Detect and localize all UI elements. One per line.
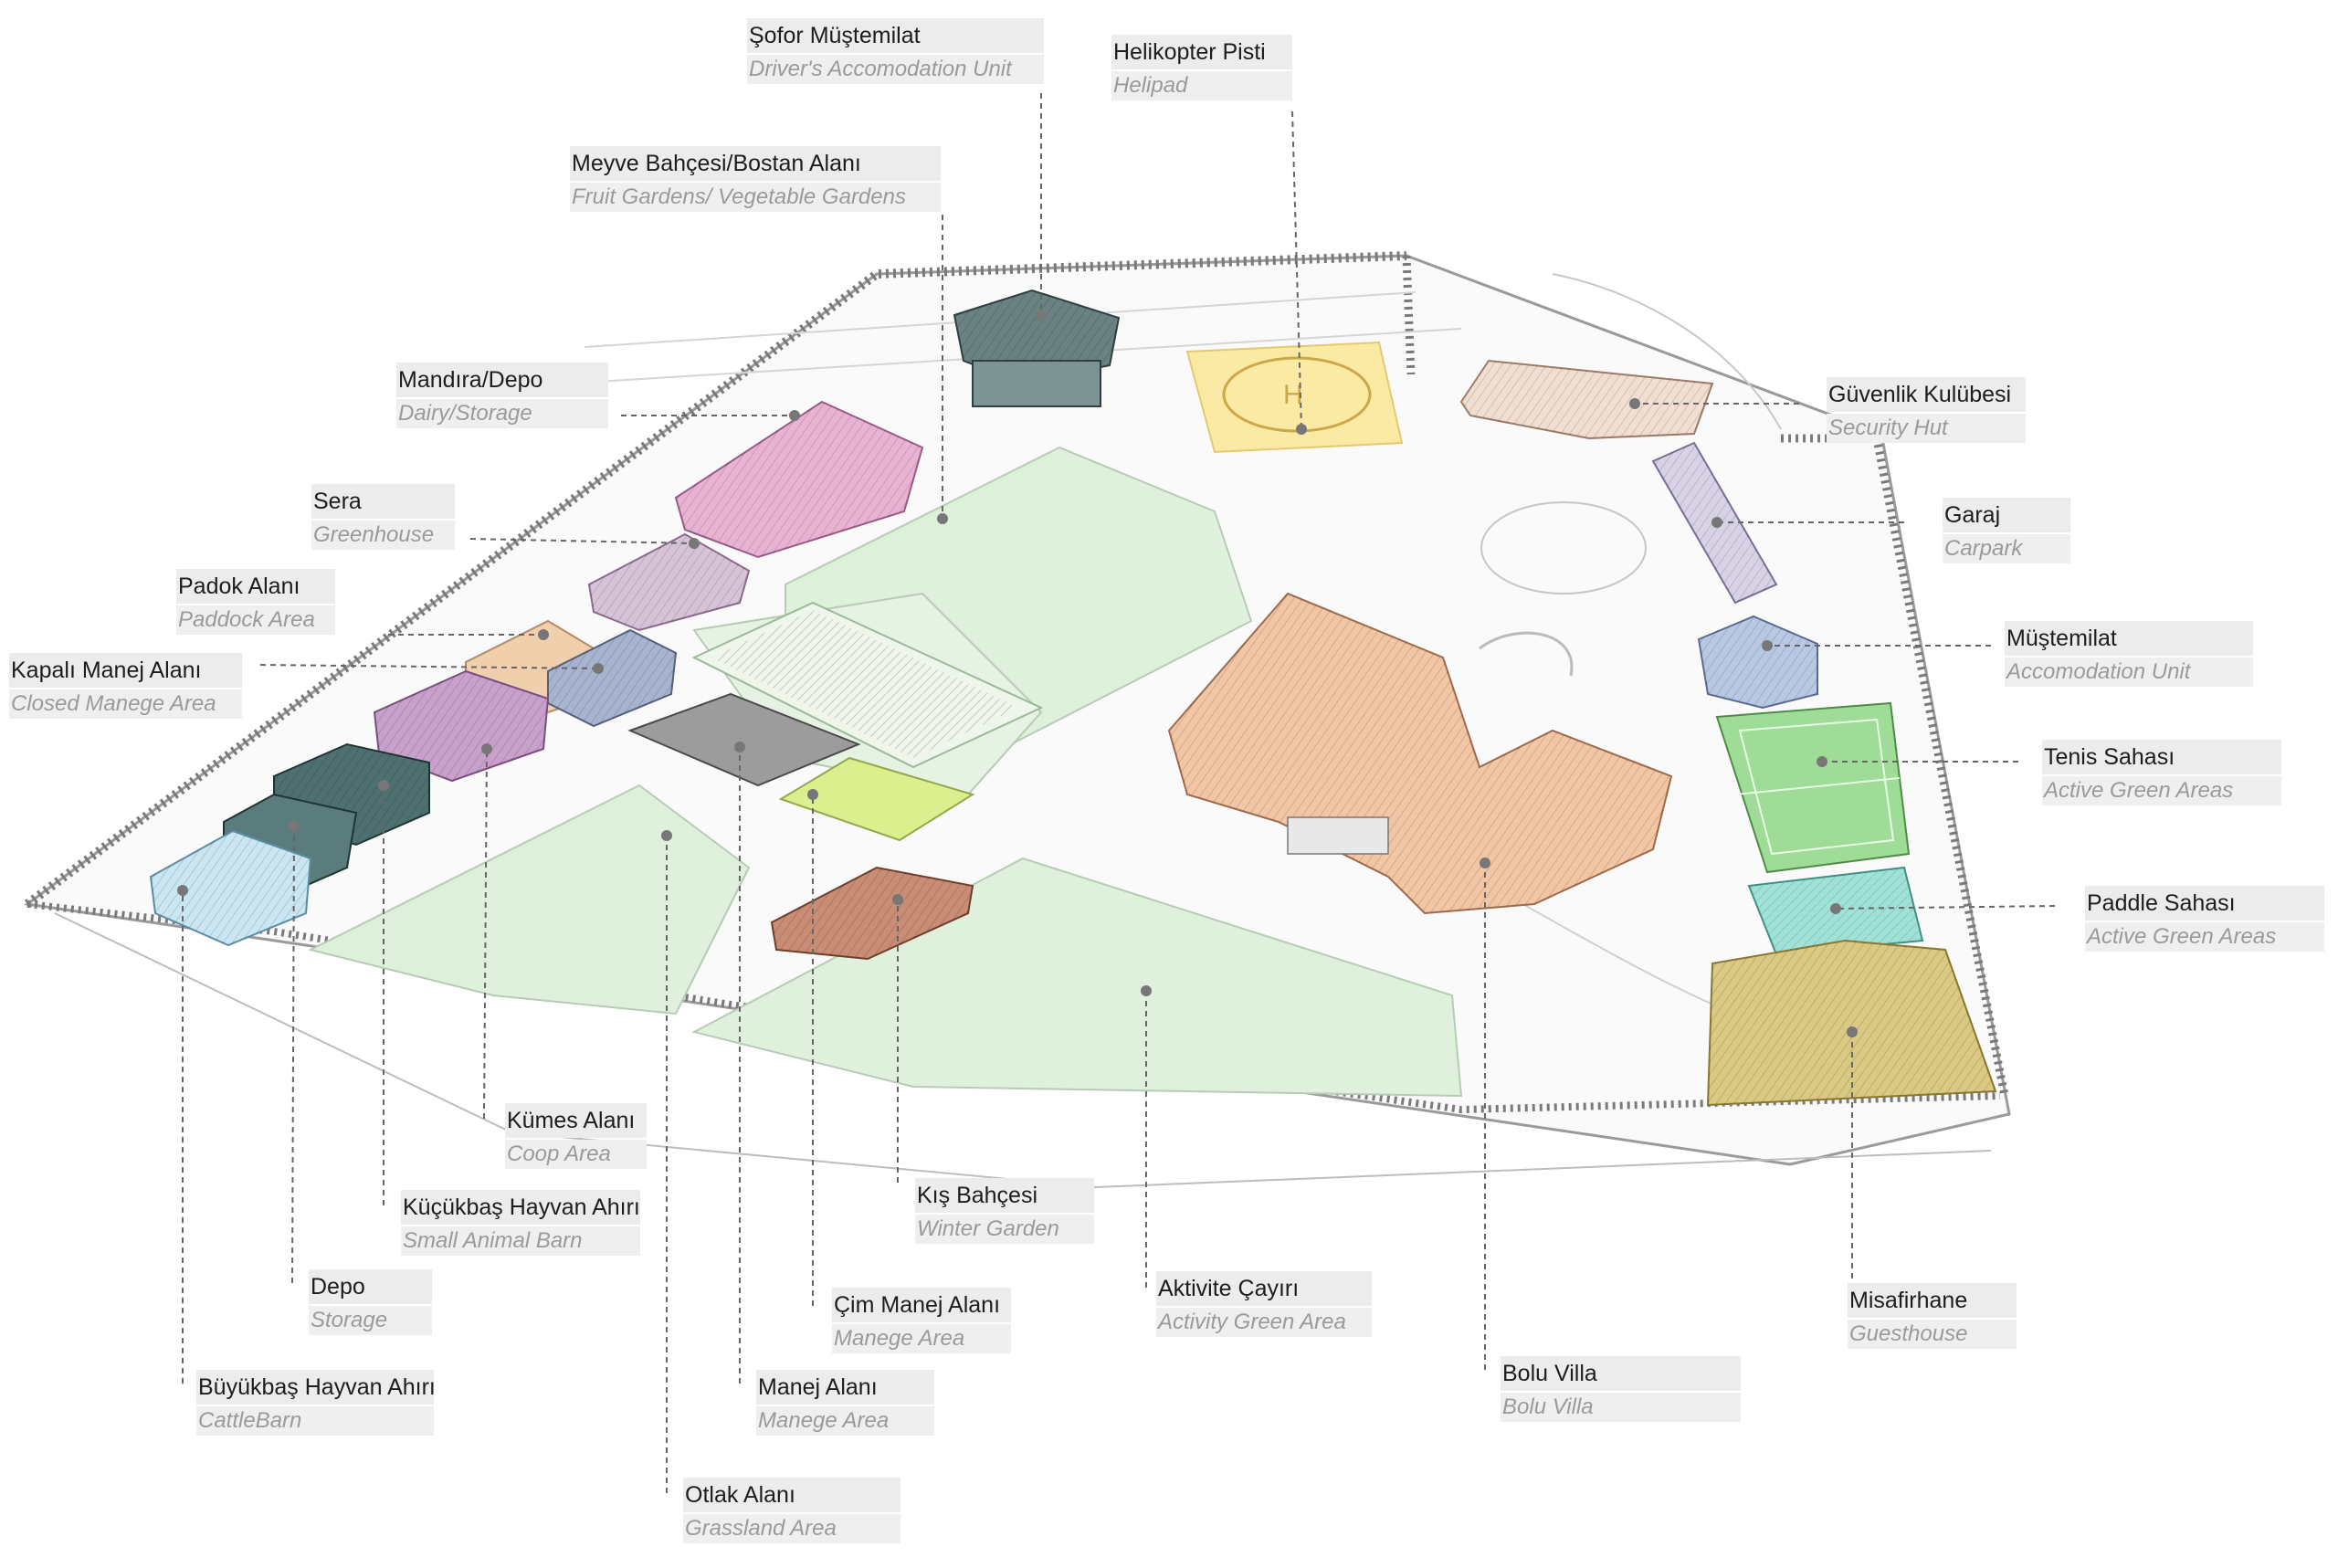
label-tr: Aktivite Çayırı xyxy=(1156,1271,1372,1306)
grass-manege-area xyxy=(778,756,975,842)
label-en: Storage xyxy=(309,1306,432,1335)
label-en: Active Green Areas xyxy=(2085,922,2324,952)
label-activity-green: Aktivite Çayırı Activity Green Area xyxy=(1156,1271,1372,1337)
closed-manege-building xyxy=(547,628,678,728)
guesthouse-building xyxy=(1706,939,1997,1107)
label-grassland: Otlak Alanı Grassland Area xyxy=(683,1478,900,1543)
label-en: Fruit Gardens/ Vegetable Gardens xyxy=(570,183,941,212)
bolu-villa-building xyxy=(1167,592,1673,915)
label-en: Active Green Areas xyxy=(2042,776,2281,805)
label-tr: Kapalı Manej Alanı xyxy=(9,653,242,688)
svg-text:H: H xyxy=(1283,380,1303,410)
label-tr: Manej Alanı xyxy=(756,1370,934,1405)
label-tr: Büyükbaş Hayvan Ahırı xyxy=(196,1370,436,1405)
accommodation-unit-building xyxy=(1697,615,1818,710)
winter-garden-building xyxy=(770,866,974,961)
label-grass-manege: Çim Manej Alanı Manege Area xyxy=(832,1288,1011,1353)
label-en: Activity Green Area xyxy=(1156,1308,1372,1337)
label-en: Helipad xyxy=(1111,71,1292,100)
label-en: Dairy/Storage xyxy=(396,399,608,428)
label-helipad: Helikopter Pisti Helipad xyxy=(1111,35,1292,100)
label-tr: Tenis Sahası xyxy=(2042,740,2281,774)
label-small-animal-barn: Küçükbaş Hayvan Ahırı Small Animal Barn xyxy=(401,1190,640,1256)
label-tr: Paddle Sahası xyxy=(2085,886,2324,921)
label-tr: Müştemilat xyxy=(2005,621,2253,656)
label-tr: Garaj xyxy=(1943,498,2070,532)
label-bolu-villa: Bolu Villa Bolu Villa xyxy=(1501,1356,1741,1422)
greenhouse-building xyxy=(587,532,751,632)
label-en: Carpark xyxy=(1943,534,2070,563)
label-tr: Otlak Alanı xyxy=(683,1478,900,1512)
label-fruit-gardens: Meyve Bahçesi/Bostan Alanı Fruit Gardens… xyxy=(570,146,941,212)
label-en: CattleBarn xyxy=(196,1406,434,1436)
label-tr: Mandıra/Depo xyxy=(396,363,608,397)
coop-building xyxy=(373,669,550,783)
label-en: Manege Area xyxy=(756,1406,934,1436)
label-en: Greenhouse xyxy=(311,521,455,550)
label-en: Security Hut xyxy=(1827,414,2026,443)
label-accommodation-unit: Müştemilat Accomodation Unit xyxy=(2005,621,2253,687)
label-tr: Çim Manej Alanı xyxy=(832,1288,1011,1322)
tennis-court xyxy=(1715,701,1911,874)
label-en: Driver's Accomodation Unit xyxy=(747,55,1044,84)
label-paddock: Padok Alanı Paddock Area xyxy=(176,569,335,635)
label-tr: Meyve Bahçesi/Bostan Alanı xyxy=(570,146,941,181)
vegetable-garden-beds xyxy=(691,601,1044,769)
helipad-area: H xyxy=(1185,341,1404,454)
label-en: Small Animal Barn xyxy=(401,1226,640,1256)
label-manege: Manej Alanı Manege Area xyxy=(756,1370,934,1436)
label-dairy-storage: Mandıra/Depo Dairy/Storage xyxy=(396,363,608,428)
leader-lines xyxy=(182,93,2056,1493)
label-tr: Helikopter Pisti xyxy=(1111,35,1292,69)
label-tr: Depo xyxy=(309,1269,432,1304)
label-en: Grassland Area xyxy=(683,1514,900,1543)
label-tr: Sera xyxy=(311,484,455,519)
label-en: Bolu Villa xyxy=(1501,1393,1741,1422)
label-carpark: Garaj Carpark xyxy=(1943,498,2070,563)
label-en: Paddock Area xyxy=(176,605,335,635)
label-cattle-barn: Büyükbaş Hayvan Ahırı CattleBarn xyxy=(196,1370,436,1436)
label-greenhouse: Sera Greenhouse xyxy=(311,484,455,550)
label-en: Guesthouse xyxy=(1848,1320,2017,1349)
label-paddle: Paddle Sahası Active Green Areas xyxy=(2085,886,2324,952)
label-tr: Güvenlik Kulübesi xyxy=(1827,377,2026,412)
label-guesthouse: Misafirhane Guesthouse xyxy=(1848,1283,2017,1349)
label-en: Manege Area xyxy=(832,1324,1011,1353)
label-tr: Bolu Villa xyxy=(1501,1356,1741,1391)
label-tennis: Tenis Sahası Active Green Areas xyxy=(2042,740,2281,805)
dairy-storage-building xyxy=(674,400,924,559)
label-tr: Misafirhane xyxy=(1848,1283,2017,1318)
label-en: Accomodation Unit xyxy=(2005,658,2253,687)
manege-area xyxy=(627,692,861,787)
label-tr: Kümes Alanı xyxy=(505,1103,647,1138)
leader-dots xyxy=(177,310,1858,1037)
label-drivers-accommodation: Şofor Müştemilat Driver's Accomodation U… xyxy=(747,18,1044,84)
label-tr: Küçükbaş Hayvan Ahırı xyxy=(401,1190,640,1225)
label-tr: Padok Alanı xyxy=(176,569,335,604)
label-en: Closed Manege Area xyxy=(9,689,242,719)
label-en: Coop Area xyxy=(505,1140,647,1169)
label-tr: Şofor Müştemilat xyxy=(747,18,1044,53)
label-closed-manege: Kapalı Manej Alanı Closed Manege Area xyxy=(9,653,242,719)
label-security-hut: Güvenlik Kulübesi Security Hut xyxy=(1827,377,2026,443)
security-hut-building xyxy=(1459,359,1714,440)
drivers-accommodation-building xyxy=(953,289,1121,407)
label-en: Winter Garden xyxy=(915,1215,1094,1244)
label-coop: Kümes Alanı Coop Area xyxy=(505,1103,647,1169)
label-tr: Kış Bahçesi xyxy=(915,1178,1094,1213)
label-winter-garden: Kış Bahçesi Winter Garden xyxy=(915,1178,1094,1244)
label-storage: Depo Storage xyxy=(309,1269,432,1335)
cattle-barn-building xyxy=(149,829,312,947)
